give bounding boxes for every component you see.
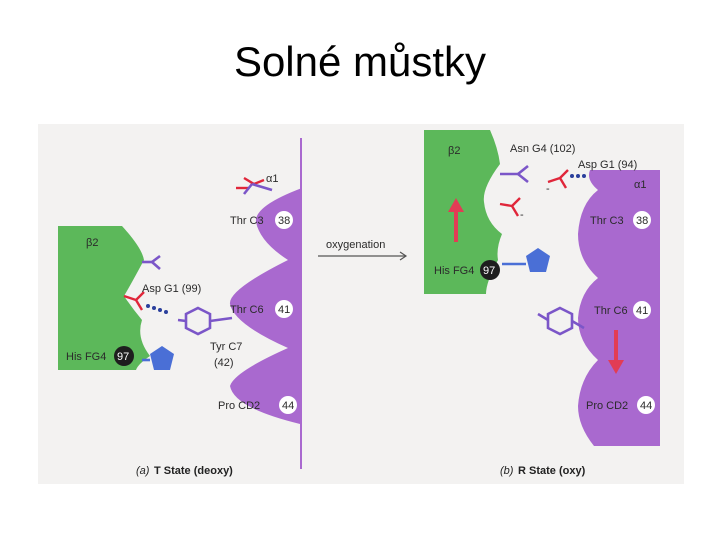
r-asp-alpha-sidechain: [547, 169, 569, 189]
t-beta-label: β2: [86, 237, 98, 249]
t-thr-c3-num: 38: [278, 215, 290, 227]
t-thr-c3-badge: [275, 211, 293, 229]
r-pro-cd2-badge: [637, 396, 655, 414]
t-thr-c6-label: Thr C6: [230, 304, 264, 316]
t-alpha-label: α1: [266, 173, 278, 185]
r-his-fg4-ring: [502, 248, 550, 272]
t-tyr-c7-ring: [177, 306, 233, 336]
r-alpha-motion-arrow: [608, 330, 624, 374]
r-caption-letter: (b): [500, 465, 514, 477]
r-thr-c6-badge: [633, 301, 651, 319]
t-salt-bridge-dots: [146, 304, 168, 314]
r-thr-c6-label: Thr C6: [594, 305, 628, 317]
r-his-fg4-label: His FG4: [434, 265, 474, 277]
t-thr-c6-num: 41: [278, 304, 290, 316]
r-his-fg4-num: 97: [483, 265, 495, 277]
t-pro-cd2-label: Pro CD2: [218, 400, 260, 412]
t-his-fg4-label: His FG4: [66, 351, 106, 363]
r-charge-minus-beta: -: [520, 209, 524, 221]
r-asn-g4-label: Asn G4 (102): [510, 143, 575, 155]
t-asp-g1-label: Asp G1 (99): [142, 283, 201, 295]
r-alpha-subunit: [578, 170, 660, 446]
t-thr-c6-badge: [275, 300, 293, 318]
t-caption: T State (deoxy): [154, 465, 233, 477]
r-thr-c3-label: Thr C3: [590, 215, 624, 227]
r-pro-cd2-label: Pro CD2: [586, 400, 628, 412]
r-asp-g1-beta-sidechain: [499, 197, 521, 217]
figure-background: [38, 124, 684, 484]
t-alpha-upper-sidechain: [242, 182, 273, 195]
r-thr-c6-num: 41: [636, 305, 648, 317]
r-asp-g1-label: Asp G1 (94): [578, 159, 637, 171]
r-pro-cd2-num: 44: [640, 400, 652, 412]
r-salt-bridge-dots: [570, 174, 586, 178]
t-asp-g1-sidechain: [123, 291, 145, 311]
transition-label: oxygenation: [326, 239, 385, 251]
r-tyr-ring: [537, 306, 585, 336]
t-pro-cd2-badge: [279, 396, 297, 414]
r-charge-minus-alpha: -: [546, 183, 550, 195]
r-asn-g4-sidechain: [500, 164, 529, 184]
t-tyr-c7-label: Tyr C7: [210, 341, 242, 353]
t-beta-subunit: [58, 226, 150, 370]
t-his-fg4-ring: [142, 346, 174, 370]
transition-arrow: [318, 251, 408, 261]
r-beta-motion-arrow: [448, 198, 464, 242]
r-thr-c3-num: 38: [636, 215, 648, 227]
t-tyr-c7-num: (42): [214, 357, 234, 369]
r-caption: R State (oxy): [518, 465, 586, 477]
t-beta-sidechain: [142, 254, 161, 270]
r-his-fg4-badge: [480, 260, 500, 280]
t-pro-cd2-num: 44: [282, 400, 294, 412]
t-caption-letter: (a): [136, 465, 150, 477]
salt-bridge-figure: β2 α1 Thr C3 38 Thr C6 41 Pro CD2 44 Asp…: [38, 124, 684, 484]
t-thr-c3-label: Thr C3: [230, 215, 264, 227]
t-his-fg4-badge: [114, 346, 134, 366]
r-beta-label: β2: [448, 145, 460, 157]
r-alpha-label: α1: [634, 179, 646, 191]
slide-title: Solné můstky: [233, 38, 487, 85]
t-his-fg4-num: 97: [117, 351, 129, 363]
r-thr-c3-badge: [633, 211, 651, 229]
figure-svg: β2 α1 Thr C3 38 Thr C6 41 Pro CD2 44 Asp…: [38, 124, 684, 484]
